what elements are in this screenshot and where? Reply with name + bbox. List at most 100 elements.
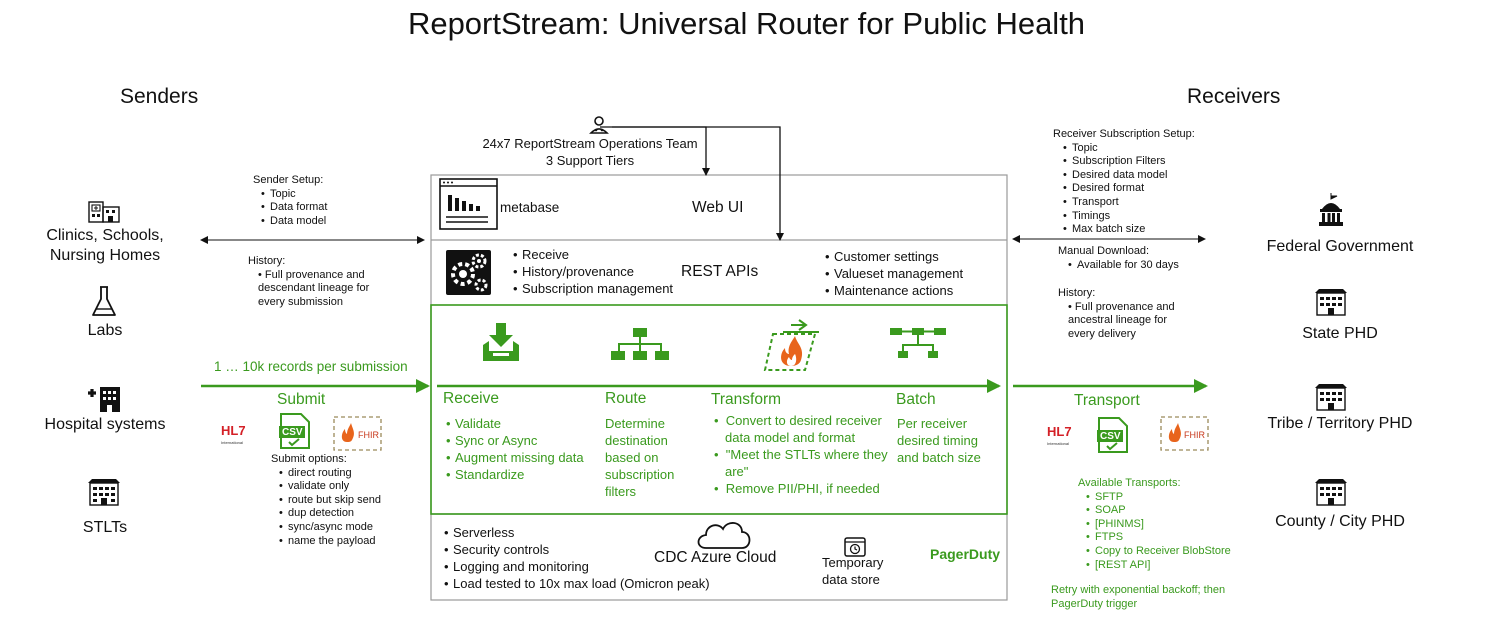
submit-option: validate only: [279, 480, 401, 494]
transport-item: [REST API]: [1086, 559, 1268, 573]
transport-label: Transport: [1074, 392, 1140, 409]
manual-download-item: Available for 30 days: [1068, 259, 1238, 273]
receive-item: Sync or Async: [446, 432, 584, 449]
gears-icon: [446, 250, 491, 295]
transport-item: Copy to Receiver BlobStore: [1086, 545, 1268, 559]
government-building-icon: [1315, 289, 1347, 316]
ops-arrow-rest: [612, 126, 784, 241]
receive-item: Standardize: [446, 466, 584, 483]
hl7-logo: HL7 International: [1047, 424, 1072, 446]
sender-setup-item: Data format: [261, 201, 403, 215]
sender-labs-label: Labs: [87, 322, 123, 339]
person-icon: [589, 116, 609, 134]
cloud-item: Load tested to 10x max load (Omicron pea…: [444, 575, 710, 592]
batch-flow-icon: [890, 328, 946, 358]
rest-item: History/provenance: [513, 263, 673, 280]
transport-item: SOAP: [1086, 504, 1268, 518]
transform-title: Transform: [711, 391, 782, 408]
government-building-icon: [1315, 384, 1347, 411]
records-label: 1 … 10k records per submission: [214, 359, 408, 374]
transport-item: SFTP: [1086, 491, 1268, 505]
ops-line2: 3 Support Tiers: [545, 153, 635, 168]
submit-option: name the payload: [279, 535, 401, 549]
transport-item: [PHINMS]: [1086, 518, 1268, 532]
government-building-icon: [1315, 479, 1347, 506]
receiver-history-item: • Full provenance and ancestral lineage …: [1068, 300, 1175, 340]
web-ui-label[interactable]: Web UI: [692, 199, 744, 216]
rest-item: Valueset management: [825, 265, 963, 282]
receiver-tribe-label: Tribe / Territory PHD: [1267, 415, 1413, 432]
receiver-setup-item: Subscription Filters: [1063, 155, 1233, 169]
fhir-logo: [1160, 416, 1209, 451]
csv-file-icon: [1097, 417, 1128, 453]
submit-options-title: Submit options:: [271, 453, 347, 465]
clinic-building-icon: [88, 201, 120, 223]
pipeline-frame: [430, 304, 1008, 515]
transform-list: • Convert to desired receiver data model…: [714, 412, 894, 497]
transports-block: Available Transports: SFTP SOAP [PHINMS]…: [1078, 477, 1268, 572]
transform-item: • Remove PII/PHI, if needed: [714, 481, 880, 496]
submit-option: sync/async mode: [279, 521, 401, 535]
sender-clinics-label: Clinics, Schools, Nursing Homes: [46, 227, 164, 264]
submit-options-block: Submit options: direct routing validate …: [271, 453, 401, 548]
receive-list: Validate Sync or Async Augment missing d…: [446, 415, 584, 483]
receiver-history-title: History:: [1058, 287, 1096, 299]
receiver-setup-item: Desired format: [1063, 182, 1233, 196]
csv-label: CSV: [1100, 431, 1121, 442]
receiver-setup-item: Transport: [1063, 196, 1233, 210]
metabase-label[interactable]: metabase: [500, 200, 560, 215]
cloud-list: Serverless Security controls Logging and…: [444, 524, 710, 592]
rest-item: Customer settings: [825, 248, 963, 265]
dashboard-icon: [439, 178, 498, 230]
receivers-heading: Receivers: [1187, 85, 1281, 108]
fire-transform-icon: [763, 319, 819, 371]
sender-stlts-label: STLTs: [82, 519, 128, 536]
route-title: Route: [605, 390, 647, 407]
batch-text: Per receiver desired timing and batch si…: [897, 416, 981, 465]
manual-download-block: Manual Download: Available for 30 days: [1058, 245, 1238, 272]
receiver-setup-item: Topic: [1063, 142, 1233, 156]
capitol-icon: [1319, 193, 1343, 226]
fhir-label: FHIR: [358, 430, 379, 440]
sender-hospital-label: Hospital systems: [44, 416, 166, 433]
rest-left-list: Receive History/provenance Subscription …: [513, 246, 673, 297]
receiver-history-block: History: • Full provenance and ancestral…: [1058, 287, 1193, 341]
sender-history-block: History: • Full provenance and descendan…: [248, 255, 388, 309]
submit-option: route but skip send: [279, 494, 401, 508]
rest-item: Maintenance actions: [825, 282, 963, 299]
receiver-setup-item: Desired data model: [1063, 169, 1233, 183]
manual-download-title: Manual Download:: [1058, 245, 1150, 257]
temp-store-label: Temporary data store: [822, 555, 884, 587]
rest-item: Receive: [513, 246, 673, 263]
sender-history-item: • Full provenance and descendant lineage…: [258, 268, 370, 308]
hierarchy-icon: [611, 328, 669, 360]
fhir-logo: [333, 416, 382, 451]
cloud-item: Serverless: [444, 524, 710, 541]
ops-team-label: 24x7 ReportStream Operations Team 3 Supp…: [450, 135, 730, 169]
hospital-icon: [88, 387, 120, 412]
fhir-label: FHIR: [1184, 430, 1205, 440]
ops-line1: 24x7 ReportStream Operations Team: [482, 136, 698, 151]
csv-label: CSV: [282, 427, 303, 438]
storage-clock-icon: [844, 537, 866, 557]
submit-option: dup detection: [279, 507, 401, 521]
rest-apis-label[interactable]: REST APIs: [681, 263, 759, 280]
receiver-setup-block: Receiver Subscription Setup: Topic Subsc…: [1053, 128, 1233, 237]
transform-item: • Convert to desired receiver data model…: [714, 413, 882, 445]
rest-item: Subscription management: [513, 280, 673, 297]
cloud-item: Logging and monitoring: [444, 558, 710, 575]
submit-option: direct routing: [279, 467, 401, 481]
page-title: ReportStream: Universal Router for Publi…: [407, 6, 1086, 41]
government-building-icon: [88, 479, 120, 506]
sender-setup-block: Sender Setup: Topic Data format Data mod…: [253, 174, 403, 228]
receive-item: Validate: [446, 415, 584, 432]
batch-title: Batch: [896, 391, 936, 408]
flask-icon: [92, 286, 116, 316]
receiver-state-label: State PHD: [1302, 325, 1378, 342]
sender-history-title: History:: [248, 255, 286, 267]
hl7-logo: HL7 International: [221, 423, 246, 445]
sender-setup-item: Topic: [261, 188, 403, 202]
receiver-setup-item: Max batch size: [1063, 223, 1233, 237]
route-text: Determine destination based on subscript…: [605, 416, 675, 499]
